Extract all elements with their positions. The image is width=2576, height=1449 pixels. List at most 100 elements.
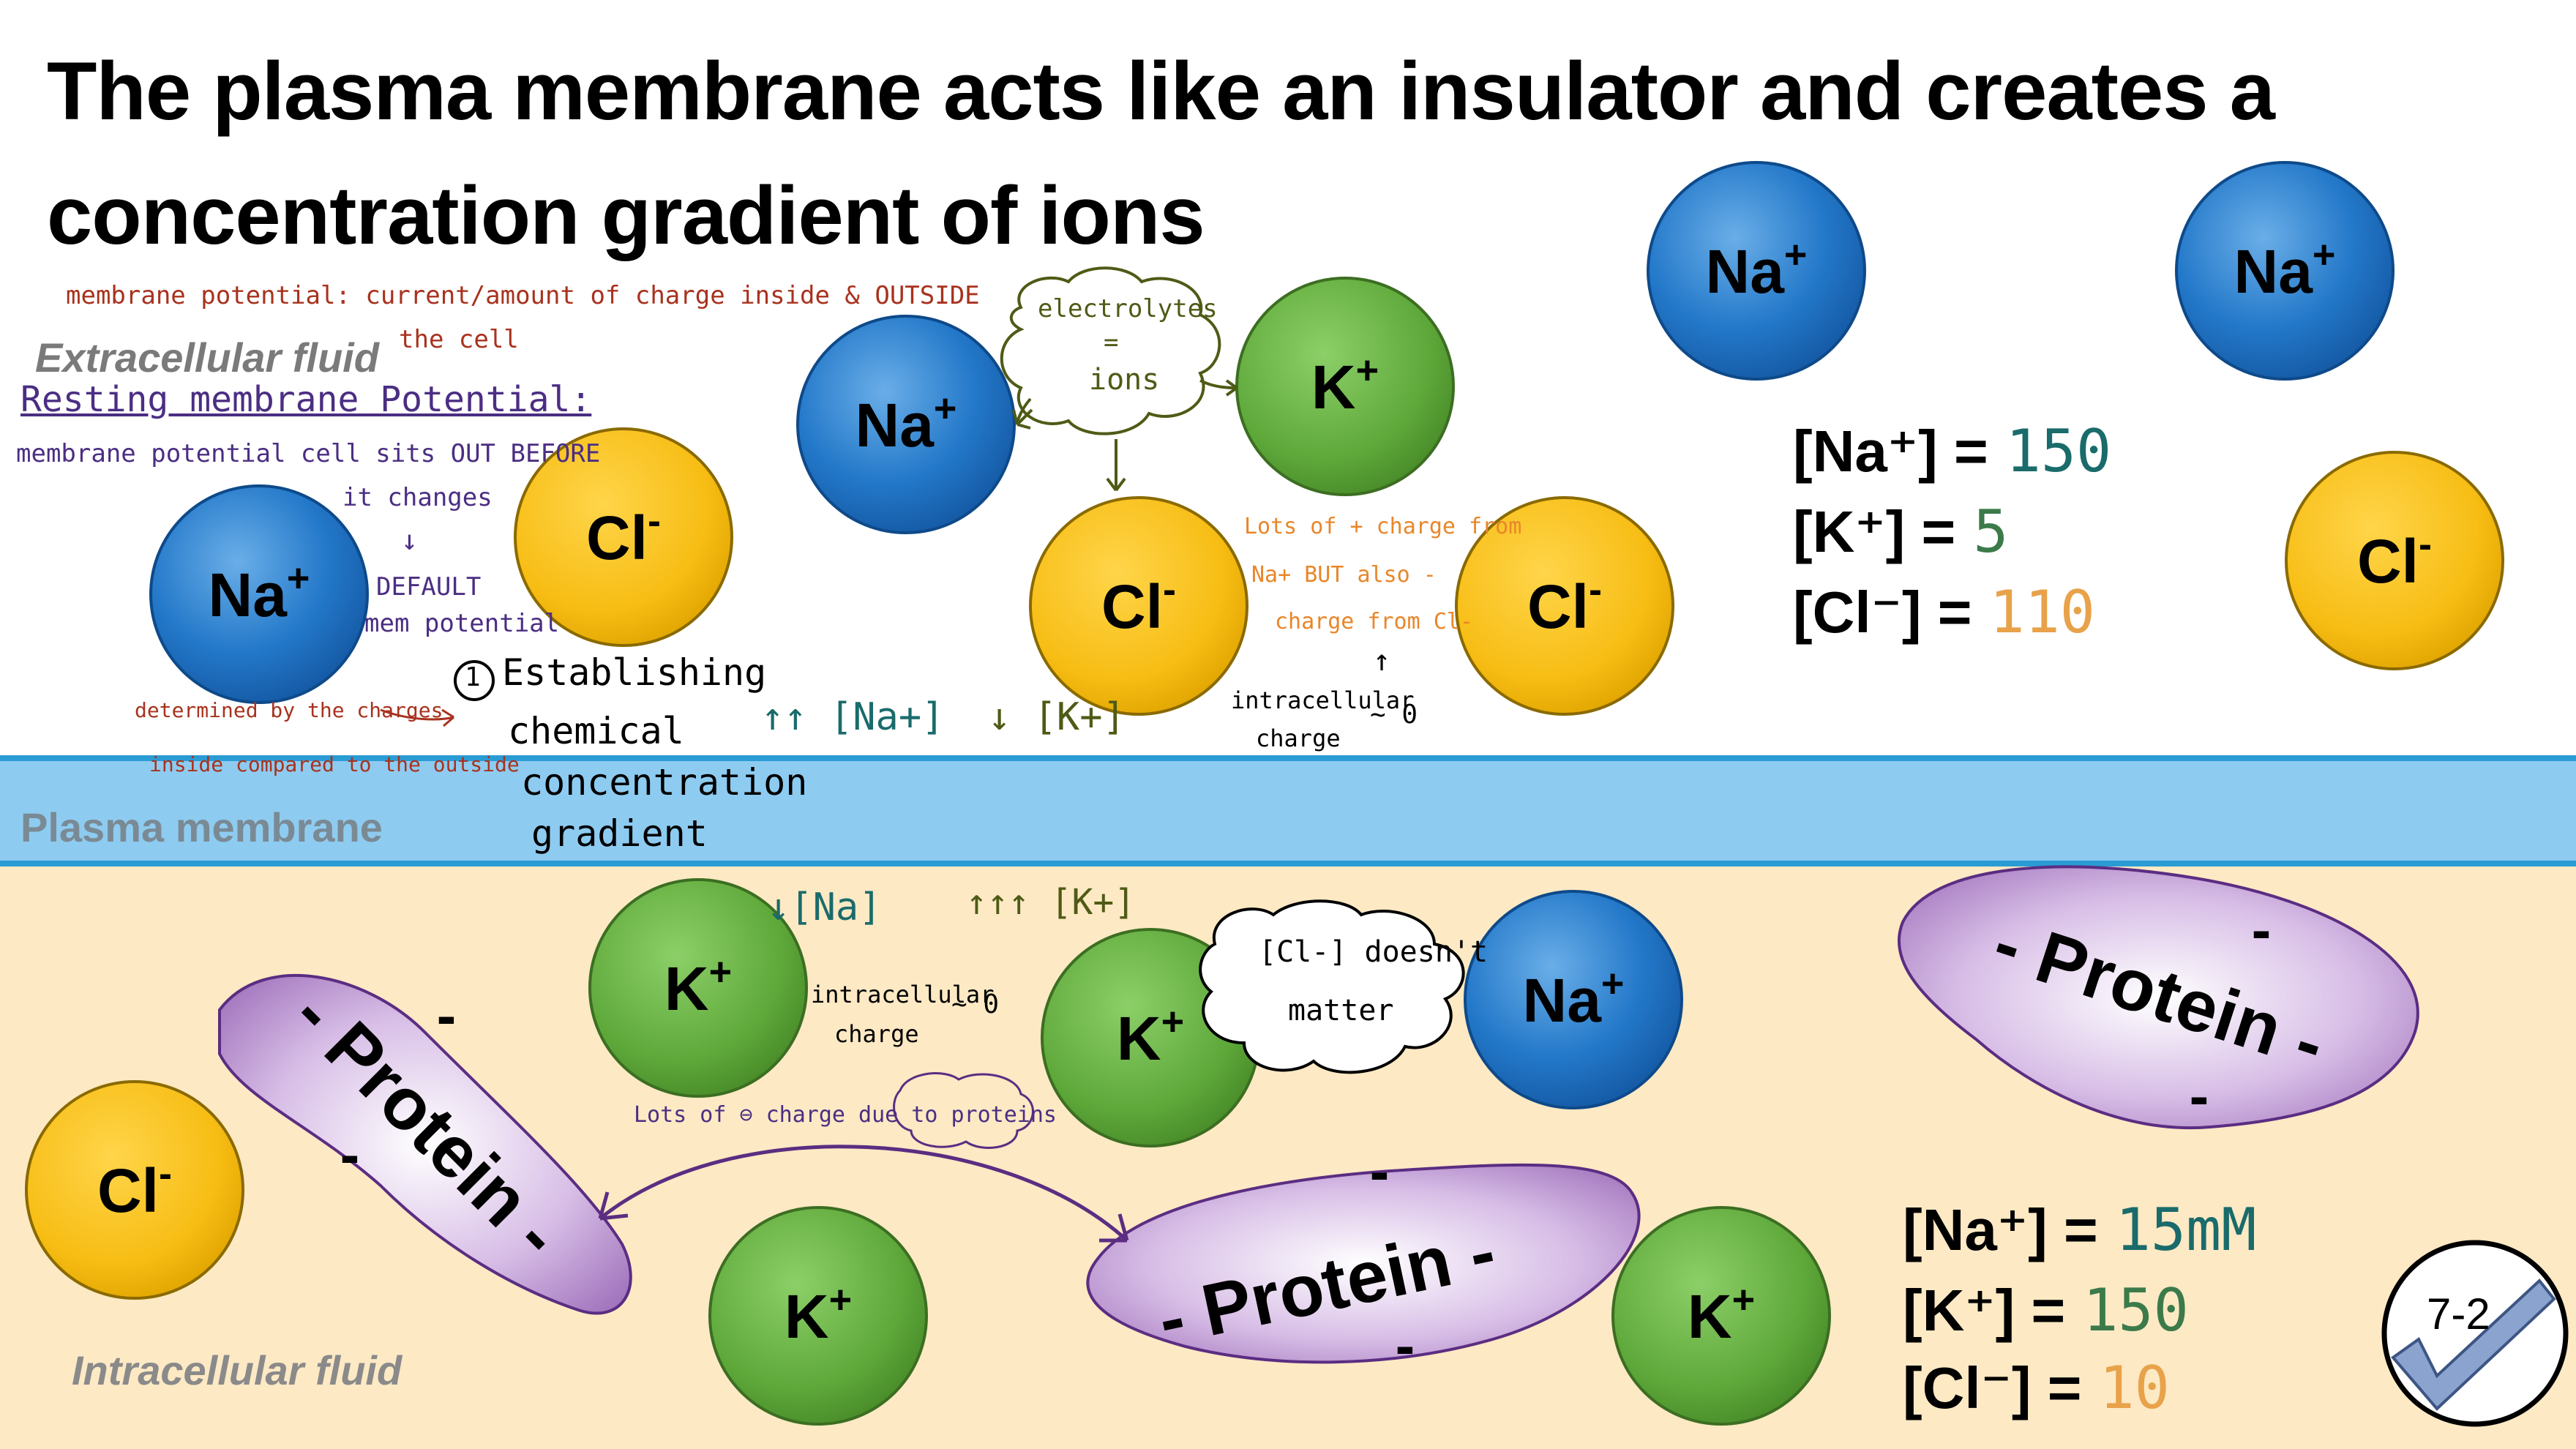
cl-doesnt-matter-cloud <box>1199 899 1465 1074</box>
ion-na-ext-3: Na+ <box>796 315 1016 534</box>
note-electrolytes-2: = <box>1104 328 1119 357</box>
ion-circle-na-int-1 <box>1464 890 1683 1109</box>
ion-k-int-4: K+ <box>1611 1206 1831 1426</box>
note-cl-doesnt-2: matter <box>1288 994 1394 1027</box>
protein-1-minus-b: - <box>340 1122 360 1187</box>
ion-label-na-ext-1: Na+ <box>1706 233 1808 306</box>
ion-label-k-int-3: K+ <box>785 1278 852 1351</box>
ion-circle-cl-ext-1 <box>514 427 733 647</box>
intracellular-label: Intracellular fluid <box>72 1347 402 1393</box>
ion-label-na-ext-4: Na+ <box>209 556 310 629</box>
ion-label-na-int-1: Na+ <box>1523 962 1625 1035</box>
ion-circle-k-int-4 <box>1611 1206 1831 1426</box>
title-line-1: The plasma membrane acts like an insulat… <box>47 45 2275 137</box>
note-approx-zero-bot: ~ 0 <box>951 989 1000 1019</box>
ions-layer: Na+Na+Na+Na+K+Cl-Cl-Cl-Cl-K+K+K+K+Na+Cl- <box>25 161 2504 1426</box>
protein-2: - Protein - - - <box>1086 1139 1641 1378</box>
note-establish-2: chemical <box>508 710 684 752</box>
ion-circle-na-ext-3 <box>796 315 1016 534</box>
ion-circle-na-ext-4 <box>149 484 369 704</box>
ext-cl-value: 110 <box>1989 578 2095 646</box>
ion-cl-ext-4: Cl- <box>2285 451 2504 670</box>
protein-3-minus-b: - <box>2190 1063 2209 1128</box>
arrowhead-left <box>598 1191 629 1221</box>
ion-na-ext-4: Na+ <box>149 484 369 704</box>
electrolytes-cloud <box>1000 266 1221 435</box>
badge-label: 7-2 <box>2427 1289 2490 1338</box>
int-k-value: 150 <box>2083 1276 2189 1344</box>
protein-3: - Protein - - - <box>1898 865 2419 1130</box>
arrowhead-right <box>1099 1213 1129 1243</box>
int-cl-conc: [Cl⁻] = 10 <box>1903 1354 2170 1422</box>
note-intra-charge-top-2: charge <box>1256 724 1341 752</box>
ion-circle-cl-int-1 <box>25 1080 244 1300</box>
ext-na-ion: [Na⁺] = <box>1793 419 1988 484</box>
ext-k-value: 5 <box>1973 498 2009 566</box>
int-na-ion: [Na⁺] = <box>1903 1197 2098 1262</box>
ion-na-ext-2: Na+ <box>2175 161 2395 381</box>
ion-cl-ext-3: Cl- <box>1455 496 1674 716</box>
ion-label-na-ext-2: Na+ <box>2234 233 2336 306</box>
membrane-label: Plasma membrane <box>20 804 383 850</box>
ion-circle-na-ext-2 <box>2175 161 2395 381</box>
note-electrolytes-1: electrolytes <box>1038 294 1218 323</box>
note-intra-charge-bot-1: intracellular <box>811 981 995 1008</box>
note-establish-4: gradient <box>531 812 708 855</box>
ion-circle-na-ext-1 <box>1647 161 1866 381</box>
protein-1-minus-a: - <box>437 983 457 1048</box>
note-determined-1: determined by the charges <box>135 698 443 722</box>
plasma-membrane <box>0 758 2576 864</box>
ion-circle-cl-ext-3 <box>1455 496 1674 716</box>
ext-cl-ion: [Cl⁻] = <box>1793 580 1972 645</box>
ext-k-ion: [K⁺] = <box>1793 499 1956 564</box>
ion-label-cl-ext-1: Cl- <box>586 499 661 572</box>
note-intra-charge-top-1: intracellular <box>1231 686 1415 714</box>
note-resting-heading: Resting membrane Potential: <box>20 379 592 420</box>
ion-label-cl-ext-3: Cl- <box>1527 568 1602 641</box>
determined-arrow <box>380 708 454 727</box>
proteins-cloud <box>893 1072 1034 1149</box>
protein-2-minus-b: - <box>1396 1313 1415 1378</box>
int-cl-ion: [Cl⁻] = <box>1903 1355 2082 1420</box>
ion-na-ext-1: Na+ <box>1647 161 1866 381</box>
cloud-arrow-left <box>1016 397 1032 425</box>
ion-label-k-int-4: K+ <box>1688 1278 1755 1351</box>
note-determined-2: inside compared to the outside <box>149 752 520 776</box>
int-na-conc: [Na⁺] = 15mM <box>1903 1196 2256 1264</box>
note-electrolytes-3: ions <box>1089 363 1160 397</box>
ion-k-int-3: K+ <box>708 1206 928 1426</box>
int-k-ion: [K⁺] = <box>1903 1278 2066 1343</box>
ion-cl-int-1: Cl- <box>25 1080 244 1300</box>
ion-cl-ext-1: Cl- <box>514 427 733 647</box>
ion-k-int-1: K+ <box>588 878 808 1098</box>
note-default-2: mem potential <box>364 609 560 638</box>
cloud-arrow-down <box>1106 439 1126 492</box>
ion-circle-cl-ext-2 <box>1029 496 1248 716</box>
note-cl-doesnt-1: [Cl-] doesn't <box>1259 935 1489 969</box>
note-membrane-potential: membrane potential: current/amount of ch… <box>66 281 980 310</box>
ext-na-value: 150 <box>2005 417 2112 485</box>
ion-label-k-int-2: K+ <box>1117 1000 1184 1073</box>
int-cl-value: 10 <box>2099 1354 2170 1422</box>
note-establish-number: 1 <box>465 662 481 692</box>
ext-cl-conc: [Cl⁻] = 110 <box>1793 578 2095 646</box>
ion-label-cl-ext-2: Cl- <box>1101 568 1176 641</box>
note-k-down: ↓ [K+] <box>988 695 1126 739</box>
protein-exchange-arrow <box>599 1145 1128 1242</box>
int-k-conc: [K⁺] = 150 <box>1903 1276 2189 1344</box>
note-lots-charge-3: charge from Cl- <box>1275 609 1473 634</box>
ion-label-cl-int-1: Cl- <box>97 1152 172 1225</box>
note-resting-arrow: ↓ <box>401 524 418 556</box>
int-na-value: 15mM <box>2115 1196 2257 1264</box>
note-lots-charge-2: Na+ BUT also - <box>1251 562 1437 588</box>
ion-label-na-ext-3: Na+ <box>855 386 957 460</box>
ion-circle-k-int-3 <box>708 1206 928 1426</box>
note-resting-def-1: membrane potential cell sits OUT BEFORE <box>16 439 601 468</box>
extracellular-label: Extracellular fluid <box>35 334 379 381</box>
ext-na-conc: [Na⁺] = 150 <box>1793 417 2111 485</box>
note-lots-charge-1: Lots of + charge from <box>1244 514 1522 539</box>
ion-circle-cl-ext-4 <box>2285 451 2504 670</box>
ion-na-int-1: Na+ <box>1464 890 1683 1109</box>
note-establish-1: Establishing <box>502 651 767 694</box>
